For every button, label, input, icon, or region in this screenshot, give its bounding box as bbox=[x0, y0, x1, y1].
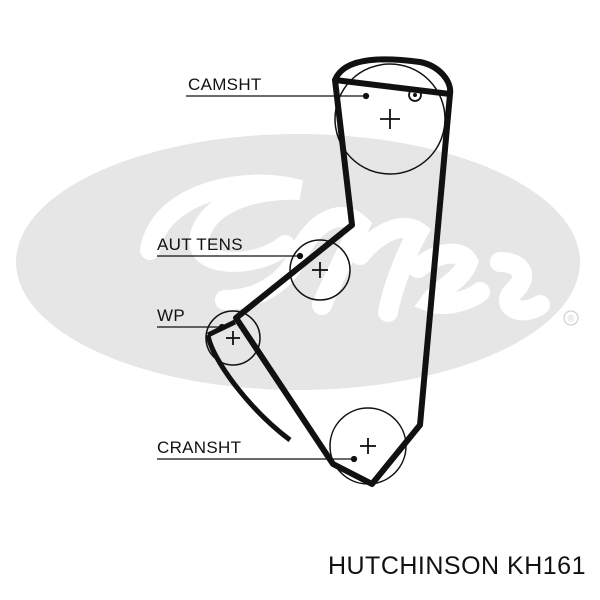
leader-lines bbox=[157, 92, 370, 463]
camshaft-belt-arc bbox=[332, 56, 454, 95]
water-pump-pulley bbox=[205, 310, 261, 366]
svg-text:®: ® bbox=[568, 314, 575, 324]
camshaft-label: CAMSHT bbox=[188, 75, 262, 94]
timing-mark-icon bbox=[408, 88, 422, 102]
water-pump-label: WP bbox=[157, 306, 185, 325]
tensioner-label: AUT TENS bbox=[157, 235, 243, 254]
gates-watermark-logo: ® bbox=[16, 134, 580, 390]
crankshaft-label: CRANSHT bbox=[157, 438, 241, 457]
registered-trademark-symbol: ® bbox=[563, 310, 579, 326]
part-number-caption: HUTCHINSON KH161 bbox=[327, 552, 586, 580]
camshaft-pulley bbox=[334, 63, 446, 175]
tensioner-pulley bbox=[289, 239, 351, 301]
crankshaft-pulley bbox=[329, 407, 407, 485]
